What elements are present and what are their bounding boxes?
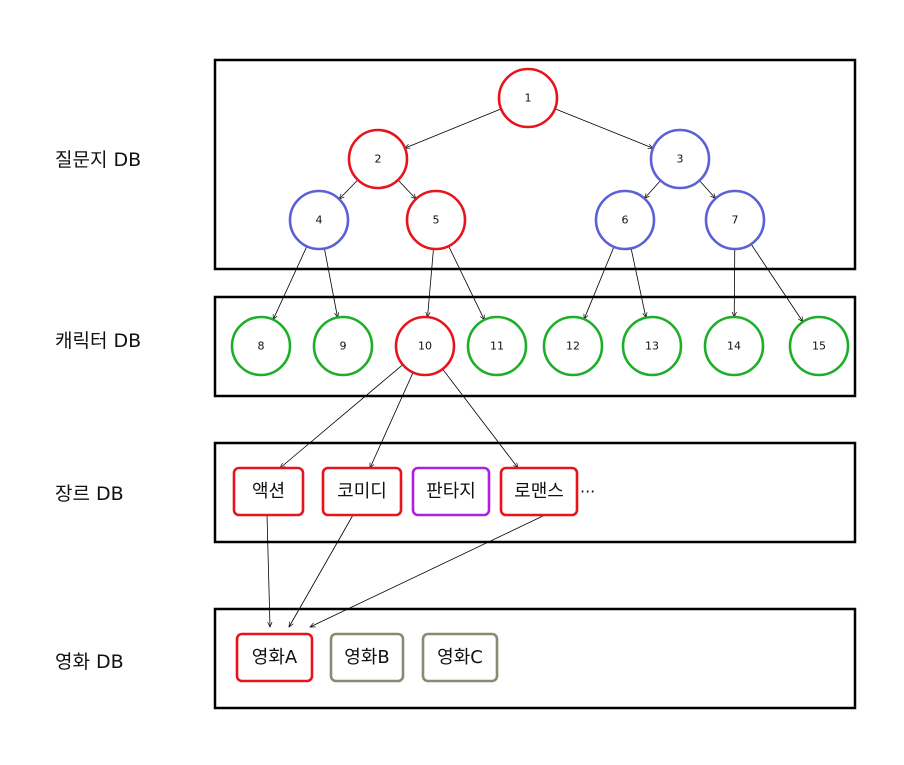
edge-7-to-15: [750, 243, 803, 322]
genre-comedy-label: 코미디: [337, 481, 387, 502]
character-node-13-label: 13: [645, 340, 659, 353]
character-node-12-label: 12: [566, 340, 580, 353]
edge-10-to-romance: [442, 368, 518, 468]
character-node-13-circle: [621, 315, 683, 377]
genre-db-label: 장르 DB: [55, 483, 124, 505]
genre-more-ellipsis: ···: [580, 482, 595, 501]
question-node-5[interactable]: 5: [405, 189, 467, 251]
question-node-5-circle: [405, 189, 467, 251]
genre-romance-box: [499, 466, 579, 517]
movie-movieA[interactable]: 영화A: [235, 632, 314, 683]
edge-2-to-5: [397, 179, 416, 199]
movie-movieB-label: 영화B: [344, 647, 389, 668]
question-node-7[interactable]: 7: [704, 189, 766, 251]
question-node-1[interactable]: 1: [497, 67, 559, 129]
character-node-12[interactable]: 12: [542, 315, 604, 377]
character-node-15[interactable]: 15: [788, 315, 850, 377]
character-node-10-circle: [394, 315, 456, 377]
genre-action-box: [232, 466, 305, 517]
question-node-5-label: 5: [433, 214, 440, 227]
character-node-8-label: 8: [258, 340, 265, 353]
question-node-3-circle: [649, 128, 711, 190]
genre-fantasy[interactable]: 판타지: [411, 466, 491, 517]
edge-1-to-3: [554, 108, 653, 148]
character-node-8-circle: [230, 315, 292, 377]
question-node-7-label: 7: [732, 214, 739, 227]
question-node-2[interactable]: 2: [347, 128, 409, 190]
question-node-2-circle: [347, 128, 409, 190]
character-node-10[interactable]: 10: [394, 315, 456, 377]
genre-romance[interactable]: 로맨스: [499, 466, 579, 517]
character-node-14-label: 14: [727, 340, 741, 353]
edge-romance-to-movieA: [310, 514, 546, 628]
question-node-7-circle: [704, 189, 766, 251]
character-node-11[interactable]: 11: [466, 315, 528, 377]
genre-action-label: 액션: [252, 481, 285, 502]
edges-layer: [266, 108, 803, 628]
character-node-14[interactable]: 14: [703, 315, 765, 377]
edge-2-to-4: [339, 179, 359, 199]
genre-action[interactable]: 액션: [232, 466, 305, 517]
edge-10-to-action: [280, 364, 404, 468]
question-node-6-label: 6: [622, 214, 629, 227]
edge-4-to-9: [324, 248, 337, 317]
genre-romance-label: 로맨스: [514, 481, 564, 502]
character-node-9-label: 9: [340, 340, 347, 353]
character-node-15-label: 15: [812, 340, 826, 353]
movie-movieC-box: [421, 632, 499, 683]
question-node-2-label: 2: [375, 153, 382, 166]
movie-movieC[interactable]: 영화C: [421, 632, 499, 683]
movie-movieC-label: 영화C: [437, 647, 483, 668]
edge-6-to-12: [584, 246, 615, 319]
edge-4-to-8: [272, 246, 308, 319]
character-node-9[interactable]: 9: [312, 315, 374, 377]
genre-comedy-box: [321, 466, 403, 517]
question-node-6-circle: [594, 189, 656, 251]
question-node-1-label: 1: [525, 92, 532, 105]
edge-3-to-6: [644, 180, 661, 199]
edge-3-to-7: [699, 180, 715, 199]
character-node-9-circle: [312, 315, 374, 377]
movie-movieA-label: 영화A: [252, 647, 298, 668]
question-db-label: 질문지 DB: [55, 149, 141, 171]
edge-7-to-14: [734, 248, 735, 317]
edge-5-to-10: [428, 248, 434, 317]
question-node-3-label: 3: [677, 153, 684, 166]
question-node-6[interactable]: 6: [594, 189, 656, 251]
character-node-15-circle: [788, 315, 850, 377]
character-node-13[interactable]: 13: [621, 315, 683, 377]
character-node-10-label: 10: [418, 340, 432, 353]
question-node-4-label: 4: [316, 214, 323, 227]
question-node-1-circle: [497, 67, 559, 129]
genre-comedy[interactable]: 코미디: [321, 466, 403, 517]
edge-comedy-to-movieA: [289, 514, 354, 627]
movie-movieB[interactable]: 영화B: [329, 632, 405, 683]
movie-movieA-box: [235, 632, 314, 683]
movie-movieB-box: [329, 632, 405, 683]
genre-fantasy-label: 판타지: [426, 481, 476, 502]
edge-10-to-comedy: [369, 372, 414, 468]
movie-db-panel: [213, 607, 857, 710]
character-node-8[interactable]: 8: [230, 315, 292, 377]
question-node-4[interactable]: 4: [288, 189, 350, 251]
movie-db-label: 영화 DB: [55, 651, 124, 673]
character-node-11-label: 11: [490, 340, 504, 353]
edge-5-to-11: [448, 245, 485, 320]
question-node-4-circle: [288, 189, 350, 251]
character-node-11-circle: [466, 315, 528, 377]
edge-6-to-13: [630, 248, 646, 317]
genre-fantasy-box: [411, 466, 491, 517]
question-node-3[interactable]: 3: [649, 128, 711, 190]
edge-action-to-movieA: [266, 514, 270, 627]
character-node-14-circle: [703, 315, 765, 377]
character-db-label: 캐릭터 DB: [55, 330, 141, 352]
edge-1-to-2: [405, 108, 502, 148]
character-node-12-circle: [542, 315, 604, 377]
